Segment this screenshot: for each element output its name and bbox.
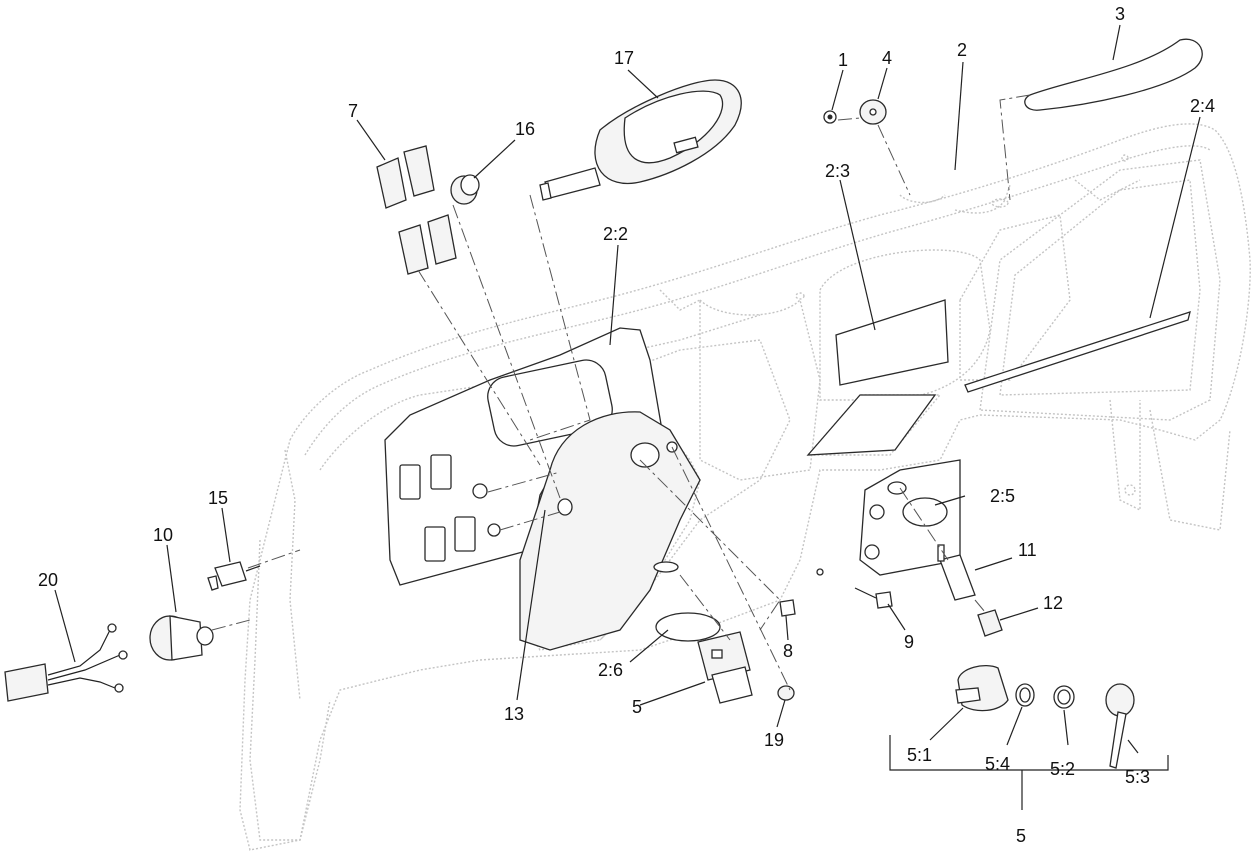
callout-15: 15 [208,488,228,508]
display-opening [806,299,949,456]
long-slot [964,311,1191,393]
callout-11: 11 [1018,540,1037,560]
callout-13: 13 [504,704,524,724]
callout-2: 2 [957,40,967,60]
hose [1024,38,1203,111]
callout-3: 3 [1115,4,1125,24]
ignition-exploded-group [955,665,1135,769]
instrument-panel [384,327,701,651]
switch-set [376,145,457,275]
callout-4: 4 [882,48,892,68]
dash-panel-outline [239,123,1251,851]
callout-17: 17 [614,48,634,68]
washer [859,99,887,125]
display-gauge [539,79,742,201]
callout-2-4: 2:4 [1190,96,1215,116]
callout-8: 8 [783,641,793,661]
callout-labels: 1 4 2 3 2:4 2:3 2:2 17 16 7 2:5 11 12 9 … [38,4,1215,846]
centerlines [211,94,1031,691]
bolt [854,587,893,609]
callout-5-4: 5:4 [985,754,1010,774]
leader-lines [54,24,1201,810]
grommet-slot [653,561,721,642]
callout-16: 16 [515,119,535,139]
callout-1: 1 [838,50,848,70]
callout-10: 10 [153,525,173,545]
callout-7: 7 [348,101,358,121]
ignition-hole [557,441,678,516]
callout-19: 19 [764,730,784,750]
callout-5-group: 5 [1016,826,1026,846]
callout-2-6: 2:6 [598,660,623,680]
group-bracket [889,735,1169,771]
callout-2-5: 2:5 [990,486,1015,506]
callout-5-1: 5:1 [907,745,932,765]
callout-5-2: 5:2 [1050,759,1075,779]
callout-20: 20 [38,570,58,590]
screw [779,599,796,617]
bulb-socket [207,561,261,591]
lock-nut [777,685,795,701]
rotary-switch [937,544,976,601]
rocker-switch-group [399,454,501,562]
callout-12: 12 [1043,593,1063,613]
ignition-switch [697,631,753,704]
callout-2-2: 2:2 [603,224,628,244]
callout-5-3: 5:3 [1125,767,1150,787]
callout-2-3: 2:3 [825,161,850,181]
indicator-light [450,174,480,205]
nut [823,110,837,124]
wire-harness [4,623,128,702]
callout-9: 9 [904,632,914,652]
callout-5: 5 [632,697,642,717]
power-socket [149,615,214,661]
knob [977,609,1003,637]
